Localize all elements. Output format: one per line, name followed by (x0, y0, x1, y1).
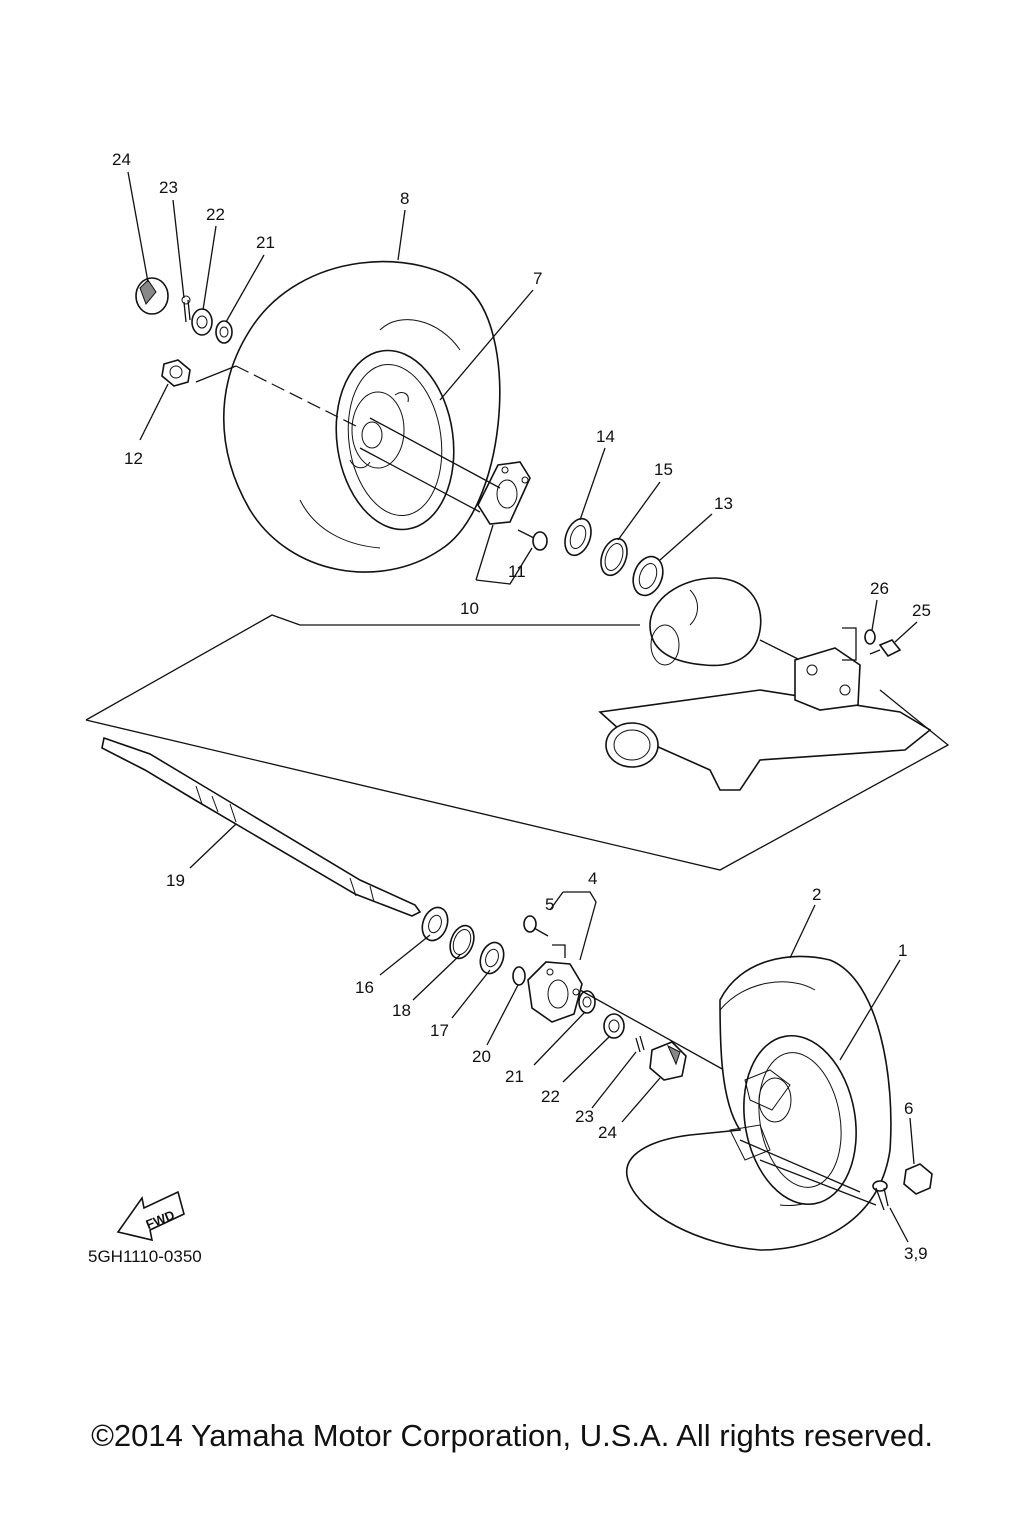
exploded-parts-diagram: FWD 5GH1110-0350 24 23 22 2 (85, 150, 950, 1266)
bearing-13[interactable] (628, 552, 668, 599)
callout-4: 4 (588, 869, 597, 888)
oil-seal-17[interactable] (476, 939, 508, 977)
valve-3-9[interactable] (872, 1180, 889, 1211)
castle-nut-24-upper[interactable] (135, 277, 169, 315)
callout-17: 17 (430, 1021, 449, 1040)
callout-22: 22 (206, 205, 225, 224)
callout-22-lower: 22 (541, 1087, 560, 1106)
callout-12: 12 (124, 449, 143, 468)
callout-16: 16 (355, 978, 374, 997)
lower-hub-4[interactable] (527, 961, 583, 1023)
callout-5: 5 (545, 895, 554, 914)
swing-arm (598, 647, 932, 791)
cotter-pin-23-upper[interactable] (181, 295, 191, 323)
callout-23-lower: 23 (575, 1107, 594, 1126)
nut-6[interactable] (903, 1163, 933, 1195)
stud-bolt-11[interactable] (517, 529, 548, 551)
leader-lines (127, 171, 918, 1243)
callout-19: 19 (166, 871, 185, 890)
oil-seal-14[interactable] (560, 515, 596, 559)
lower-rim-1[interactable] (729, 1027, 869, 1214)
callout-24-lower: 24 (598, 1123, 617, 1142)
callout-14: 14 (596, 427, 615, 446)
bearing-16[interactable] (418, 904, 452, 944)
callout-labels: 24 23 22 21 8 7 12 14 15 13 11 10 26 25 … (112, 150, 931, 1263)
callout-15: 15 (654, 460, 673, 479)
cotter-pin-23-lower[interactable] (635, 1035, 645, 1053)
callout-24: 24 (112, 150, 131, 169)
callout-21: 21 (256, 233, 275, 252)
callout-6: 6 (904, 1099, 913, 1118)
final-drive-housing (649, 577, 801, 667)
callout-1: 1 (898, 941, 907, 960)
copyright-notice: ©2014 Yamaha Motor Corporation, U.S.A. A… (91, 1418, 933, 1453)
rear-axle-19[interactable] (101, 736, 422, 917)
callout-2: 2 (812, 885, 821, 904)
diagram-code: 5GH1110-0350 (88, 1247, 202, 1266)
callout-7: 7 (533, 269, 542, 288)
upper-rim-7[interactable] (325, 343, 465, 537)
assembly-frame (85, 614, 950, 871)
callout-20: 20 (472, 1047, 491, 1066)
callout-10: 10 (460, 599, 479, 618)
callout-26: 26 (870, 579, 889, 598)
nut-22-lower[interactable] (603, 1013, 625, 1039)
callout-8: 8 (400, 189, 409, 208)
stud-bolt-5[interactable] (523, 915, 549, 937)
callout-11: 11 (508, 562, 526, 581)
callout-25: 25 (912, 601, 931, 620)
callout-18: 18 (392, 1001, 411, 1020)
callout-3-9: 3,9 (904, 1244, 928, 1263)
forward-arrow-icon: FWD (116, 1190, 185, 1242)
callout-23: 23 (159, 178, 178, 197)
washer-21-upper[interactable] (215, 320, 233, 344)
callout-13: 13 (714, 494, 733, 513)
callout-21-lower: 21 (505, 1067, 524, 1086)
bolt-25[interactable] (869, 639, 902, 658)
castle-nut-24-lower[interactable] (649, 1041, 687, 1081)
o-ring-20[interactable] (512, 966, 526, 986)
washer-26[interactable] (864, 629, 876, 645)
circlip-15[interactable] (596, 535, 632, 579)
nut-22-upper[interactable] (191, 308, 213, 336)
upper-hub-10[interactable] (477, 461, 531, 525)
nut-12[interactable] (161, 359, 191, 387)
circlip-18[interactable] (446, 922, 478, 961)
